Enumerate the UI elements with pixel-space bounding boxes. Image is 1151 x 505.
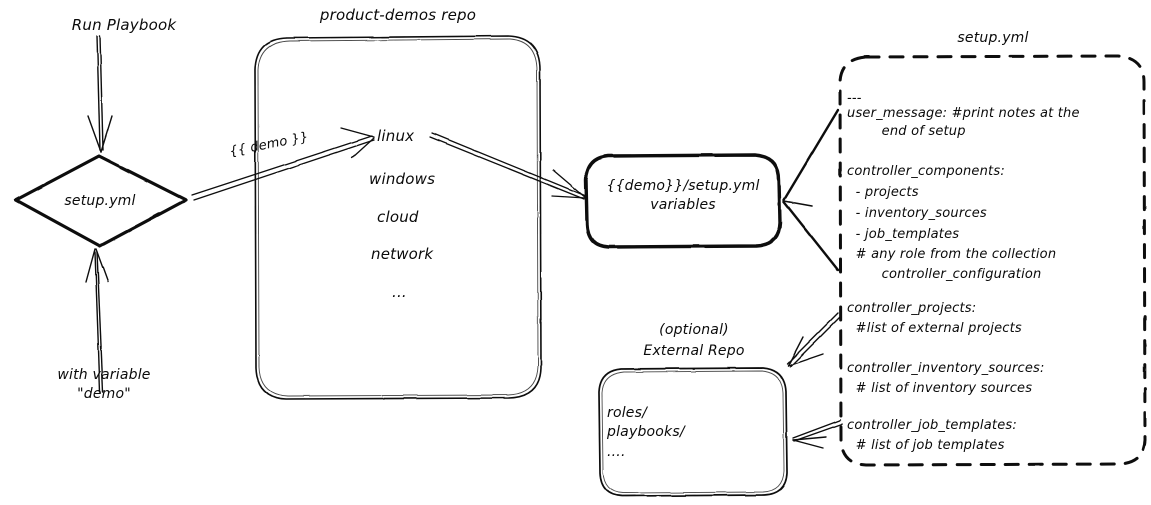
setupyml-block-controller-job-templates-line1: controller_job_templates: — [847, 418, 1017, 433]
label-vars-box-line2: variables — [650, 197, 716, 213]
label-external-repo-title-line2: External Repo — [643, 343, 745, 359]
label-with-variable-line1: with variable — [57, 367, 151, 383]
external-repo-item-ellipsis: .... — [607, 444, 626, 460]
setupyml-block-controller-components-line3: - inventory_sources — [847, 206, 987, 221]
label-setup-diamond: setup.yml — [64, 193, 136, 209]
repo-item-windows: windows — [369, 170, 436, 188]
connector-panel-to-vars — [782, 108, 840, 272]
setupyml-block-controller-job-templates-line2: # list of job templates — [847, 438, 1005, 453]
setupyml-block-controller-components-line2: - projects — [847, 185, 919, 200]
label-vars-box-line1: {{demo}}/setup.yml — [606, 178, 760, 194]
label-setupyml-panel-title: setup.yml — [957, 30, 1029, 46]
shape-vars-box — [584, 153, 782, 249]
repo-item-network: network — [371, 245, 434, 263]
arrow-projects-to-external-repo — [786, 312, 842, 368]
setupyml-block-controller-components-line6: controller_configuration — [847, 267, 1042, 282]
arrow-with-variable — [85, 248, 109, 393]
setupyml-block-user-message-line1: user_message: #print notes at the — [847, 106, 1080, 121]
label-run-playbook: Run Playbook — [71, 16, 177, 34]
repo-item-ellipsis: ... — [392, 283, 407, 301]
setupyml-block-doc-start: --- — [847, 91, 862, 106]
setupyml-block-controller-components-line4: - job_templates — [847, 227, 960, 242]
shape-product-demos-repo — [254, 35, 542, 400]
label-with-variable-line2: "demo" — [77, 386, 131, 402]
repo-item-linux: linux — [377, 127, 415, 145]
setupyml-block-controller-projects-line1: controller_projects: — [847, 301, 977, 316]
setupyml-block-controller-components-line5: # any role from the collection — [847, 247, 1057, 262]
arrow-linux-to-vars — [429, 132, 587, 200]
label-external-repo-title-line1: (optional) — [659, 322, 729, 338]
arrow-job-templates-to-external-repo — [792, 419, 843, 449]
setupyml-block-controller-components-line1: controller_components: — [847, 164, 1005, 179]
setupyml-block-user-message-line2: end of setup — [847, 124, 966, 139]
repo-item-cloud: cloud — [377, 208, 419, 226]
setupyml-block-controller-inventory-sources-line2: # list of inventory sources — [847, 381, 1033, 396]
setupyml-block-controller-inventory-sources-line1: controller_inventory_sources: — [847, 361, 1045, 376]
arrow-demo-to-linux — [191, 127, 375, 201]
label-product-demos-repo-title: product-demos repo — [319, 6, 477, 24]
arrow-run-playbook — [87, 35, 113, 153]
external-repo-item-roles: roles/ — [607, 405, 648, 421]
shape-setup-diamond — [14, 154, 188, 248]
setupyml-block-controller-projects-line2: #list of external projects — [847, 321, 1022, 336]
external-repo-item-playbooks: playbooks/ — [607, 424, 685, 440]
shape-setupyml-dashed-panel — [838, 54, 1147, 467]
shape-external-repo — [598, 367, 788, 497]
